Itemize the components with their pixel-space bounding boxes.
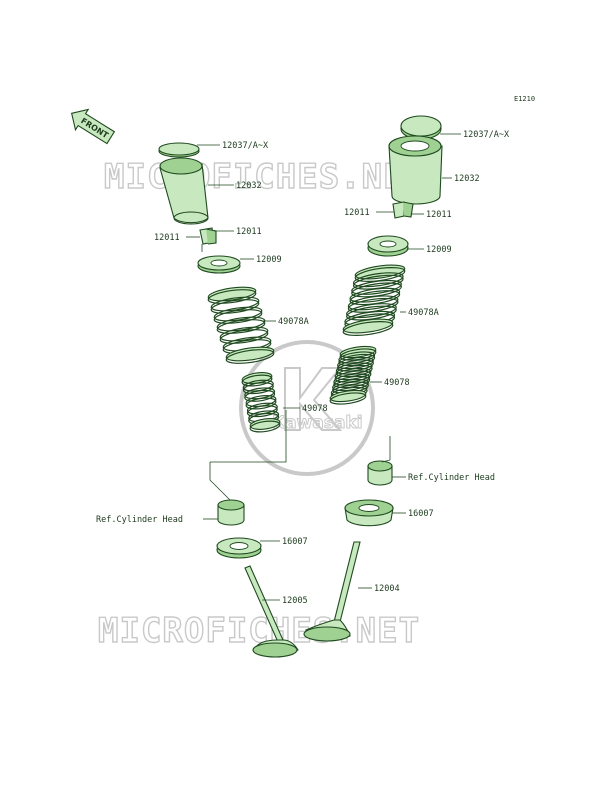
- left-outer-spring: [207, 286, 275, 364]
- spring-coil: [332, 378, 369, 392]
- label-right-12011-b: 12011: [426, 210, 452, 220]
- label-right-12009: 12009: [426, 245, 452, 255]
- spring-coil: [351, 279, 402, 295]
- spring-coil-edge: [210, 299, 260, 314]
- spring-coil: [352, 272, 404, 288]
- spring-coil-edge: [246, 405, 278, 418]
- left-intake-valve: [244, 565, 299, 658]
- diagram-code: E1210: [514, 95, 535, 103]
- label-right-12011-a: 12011: [344, 208, 370, 218]
- watermark-top: MICROFICHES.NET: [104, 157, 426, 197]
- right-keepers: [392, 201, 414, 219]
- left-retainer: [197, 255, 241, 274]
- right-tappet: [388, 135, 443, 205]
- label-left-49078: 49078: [302, 404, 328, 414]
- spring-coil: [219, 326, 269, 342]
- spring-coil: [338, 351, 376, 364]
- label-left-ref-cylinder-head: Ref.Cylinder Head: [96, 515, 183, 525]
- label-right-12004: 12004: [374, 584, 400, 594]
- part-labels: 12037/A~X 12032 12011 12011 12009 49078A…: [96, 130, 510, 606]
- spring-coil-edge: [225, 349, 275, 364]
- spring-coil-edge: [207, 289, 257, 304]
- kawasaki-logo-watermark: Kawasaki: [239, 340, 375, 476]
- left-keepers: [199, 227, 217, 245]
- right-exhaust-valve: [303, 541, 361, 642]
- spring-coil: [210, 296, 260, 312]
- label-left-16007: 16007: [282, 537, 308, 547]
- right-shim: [400, 115, 442, 140]
- right-outer-spring: [342, 264, 406, 336]
- leader-lines: [186, 133, 461, 601]
- left-tappet: [159, 157, 209, 225]
- spring-coil: [335, 362, 373, 375]
- label-right-ref-cylinder-head: Ref.Cylinder Head: [408, 473, 495, 483]
- spring-coil-edge: [242, 382, 274, 395]
- spring-coil: [347, 295, 399, 311]
- label-left-12011-a: 12011: [154, 233, 180, 243]
- right-inner-spring: [329, 345, 377, 405]
- spring-coil-edge: [245, 397, 277, 410]
- spring-coil: [337, 356, 374, 370]
- left-shim: [158, 142, 200, 158]
- spring-coil: [213, 306, 263, 322]
- spring-coil: [225, 346, 275, 362]
- label-right-49078: 49078: [384, 378, 410, 388]
- spring-coil-edge: [219, 329, 269, 344]
- left-stem-seal: [216, 537, 262, 559]
- spring-coil: [329, 389, 367, 403]
- label-left-49078a: 49078A: [278, 317, 309, 327]
- spring-coil-edge: [241, 374, 273, 387]
- spring-coil-edge: [216, 319, 266, 334]
- label-left-12011-b: 12011: [236, 227, 262, 237]
- spring-coil-edge: [244, 389, 276, 402]
- spring-coil: [333, 373, 371, 386]
- right-retainer: [367, 235, 409, 257]
- left-inner-spring: [241, 372, 281, 433]
- label-right-12037: 12037/A~X: [463, 130, 510, 140]
- left-spring-seat: [217, 499, 245, 526]
- right-stem-seal: [344, 499, 394, 527]
- label-left-12032: 12032: [236, 181, 262, 191]
- spring-coil: [346, 303, 397, 319]
- right-spring-seat: [367, 460, 393, 486]
- label-left-12005: 12005: [282, 596, 308, 606]
- label-left-12009: 12009: [256, 255, 282, 265]
- spring-coil: [349, 287, 401, 303]
- spring-coil-edge: [329, 392, 367, 405]
- left-valve-assembly: [158, 142, 299, 658]
- label-left-12037: 12037/A~X: [222, 141, 269, 151]
- spring-coil: [334, 367, 372, 381]
- spring-coil: [354, 264, 406, 280]
- logo-text: Kawasaki: [272, 413, 363, 433]
- label-right-49078a: 49078A: [408, 308, 439, 318]
- spring-coil-edge: [213, 309, 263, 324]
- spring-coil-edge: [249, 420, 281, 433]
- spring-coil-edge: [342, 321, 394, 336]
- label-right-12032: 12032: [454, 174, 480, 184]
- spring-coil: [342, 318, 394, 334]
- right-valve-assembly: [303, 115, 443, 642]
- label-right-16007: 16007: [408, 509, 434, 519]
- front-arrow-icon: FRONT: [70, 108, 116, 145]
